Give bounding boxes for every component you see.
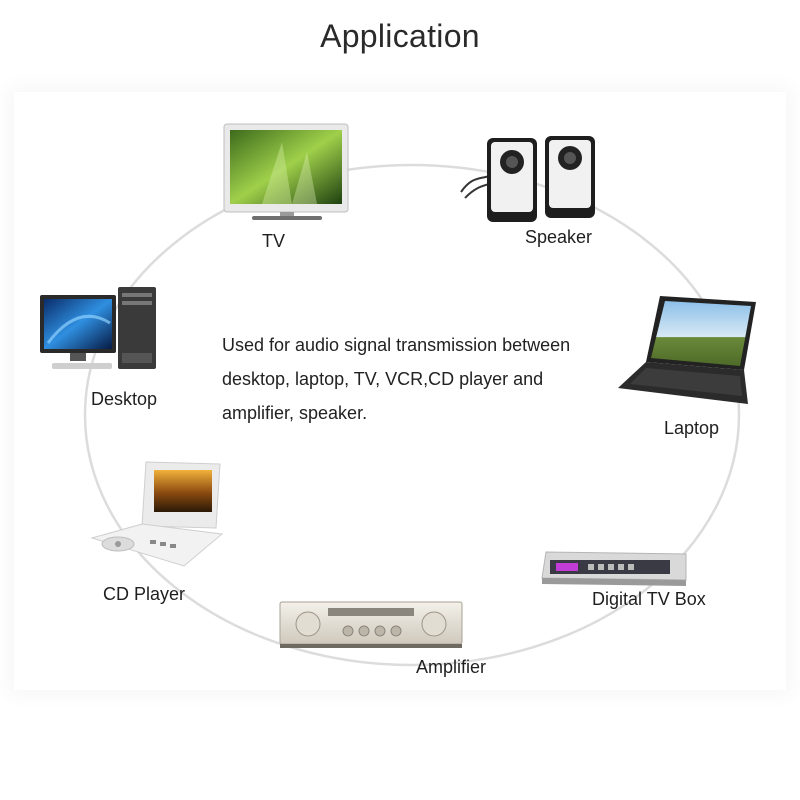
description-line: amplifier, speaker. — [222, 403, 368, 423]
speaker-icon — [460, 136, 595, 222]
description-text: Used for audio signal transmission betwe… — [222, 328, 622, 430]
cd-player-label: CD Player — [103, 584, 186, 604]
laptop-label: Laptop — [664, 418, 720, 438]
cd-player-device — [88, 458, 228, 568]
page-title: Application — [320, 18, 480, 54]
amplifier-label: Amplifier — [416, 657, 487, 677]
laptop-device — [616, 292, 758, 408]
digital-tv-box-icon — [541, 551, 687, 586]
laptop-icon — [618, 296, 756, 404]
amplifier-icon — [279, 601, 463, 648]
tv-icon — [223, 123, 349, 220]
digital-tv-box-label: Digital TV Box — [592, 589, 706, 609]
tv-device — [222, 122, 352, 222]
speaker-label: Speaker — [525, 227, 593, 247]
desktop-icon — [40, 287, 156, 369]
cd-player-icon — [90, 461, 224, 567]
amplifier-device — [278, 598, 464, 650]
description-line: desktop, laptop, TV, VCR,CD player and — [222, 369, 544, 389]
desktop-label: Desktop — [91, 389, 158, 409]
digital-tv-box-device — [540, 548, 688, 590]
speaker-device — [455, 132, 605, 227]
tv-label: TV — [262, 231, 286, 251]
description-line: Used for audio signal transmission betwe… — [222, 335, 571, 355]
desktop-device — [38, 283, 163, 378]
